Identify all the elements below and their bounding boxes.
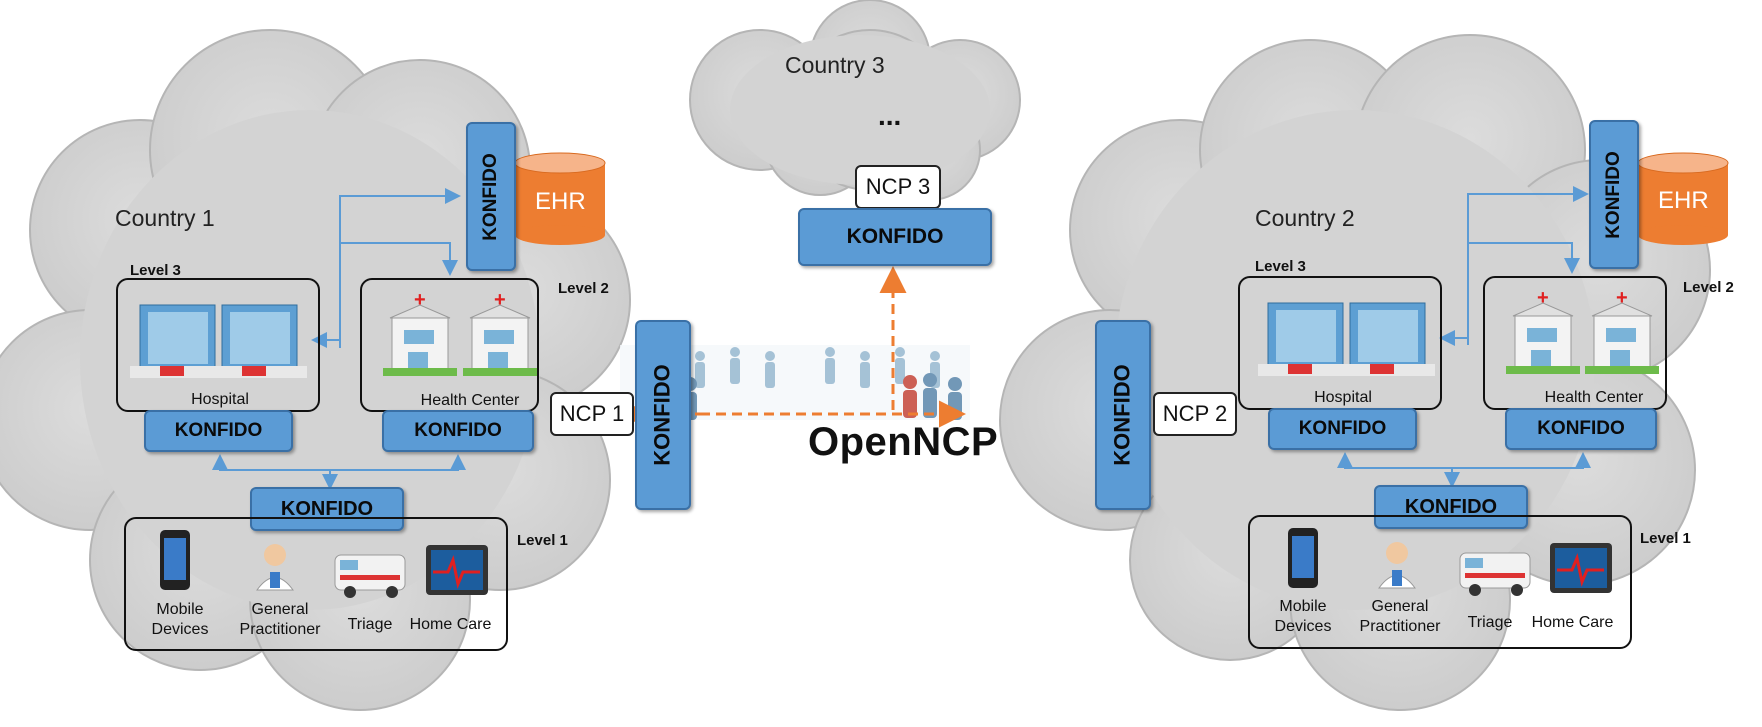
heart-monitor-icon-2 (1550, 543, 1612, 593)
hospital-building-icon-1 (130, 304, 307, 378)
doctor-icon-1 (256, 544, 294, 591)
konfido-health-center-1: KONFIDO (382, 410, 534, 452)
konfido-level1-1: KONFIDO (250, 487, 404, 531)
doctor-icon-2 (1378, 542, 1416, 589)
konfido-ncp2: KONFIDO (1095, 320, 1151, 510)
level1-box-1 (124, 517, 508, 651)
ambulance-icon-2 (1459, 552, 1531, 596)
svg-text:+: + (1537, 287, 1549, 309)
health-center-icon-2: + + (1506, 287, 1659, 374)
ehr-label-1: EHR (535, 188, 586, 215)
konfido-hospital-2: KONFIDO (1268, 408, 1417, 450)
konfido-ncp3: KONFIDO (798, 208, 992, 266)
mobile-phone-icon-1 (160, 530, 190, 590)
ehr-database-icon-1 (514, 152, 606, 245)
konfido-level1-2: KONFIDO (1374, 485, 1528, 529)
level1-label-2: Level 1 (1640, 530, 1691, 547)
device-triage-2: Triage (1467, 614, 1513, 631)
ncp2-label: NCP 2 (1153, 392, 1237, 436)
ambulance-icon-1 (334, 554, 406, 598)
konfido-ncp1: KONFIDO (635, 320, 691, 510)
ehr-label-2: EHR (1658, 187, 1709, 214)
level3-label-1: Level 3 (130, 262, 181, 279)
svg-text:+: + (414, 289, 426, 311)
ncp1-label: NCP 1 (550, 392, 634, 436)
ncp3-label: NCP 3 (855, 165, 941, 209)
hospital-caption-2: Hospital (1314, 389, 1372, 406)
health-center-icon-1: + + (383, 289, 537, 376)
konfido-hospital-1: KONFIDO (144, 410, 293, 452)
mobile-phone-icon-2 (1288, 528, 1318, 588)
level1-label-1: Level 1 (517, 532, 568, 549)
device-homecare-1: Home Care (409, 616, 492, 633)
health-center-caption-2: Health Center (1544, 389, 1644, 406)
device-homecare-2: Home Care (1531, 614, 1614, 631)
svg-text:+: + (494, 289, 506, 311)
openncp-label: OpenNCP (808, 420, 999, 464)
konfido-health-center-2: KONFIDO (1505, 408, 1657, 450)
konfido-ehr-node-1: KONFIDO (466, 122, 516, 271)
level2-label-1: Level 2 (558, 280, 609, 297)
device-triage-1: Triage (347, 616, 393, 633)
konfido-ehr-node-2: KONFIDO (1589, 120, 1639, 269)
hospital-caption-1: Hospital (191, 391, 249, 408)
hospital-building-icon-2 (1258, 302, 1435, 376)
country3-ellipsis: ... (878, 100, 902, 131)
health-center-caption-1: Health Center (420, 392, 520, 409)
level3-label-2: Level 3 (1255, 258, 1306, 275)
level2-label-2: Level 2 (1683, 279, 1734, 296)
country3-label: Country 3 (785, 52, 885, 78)
country1-label: Country 1 (115, 205, 215, 231)
country2-label: Country 2 (1255, 205, 1355, 231)
heart-monitor-icon-1 (426, 545, 488, 595)
level1-box-2 (1248, 515, 1632, 649)
svg-text:+: + (1616, 287, 1628, 309)
ehr-database-icon-2 (1637, 152, 1729, 245)
